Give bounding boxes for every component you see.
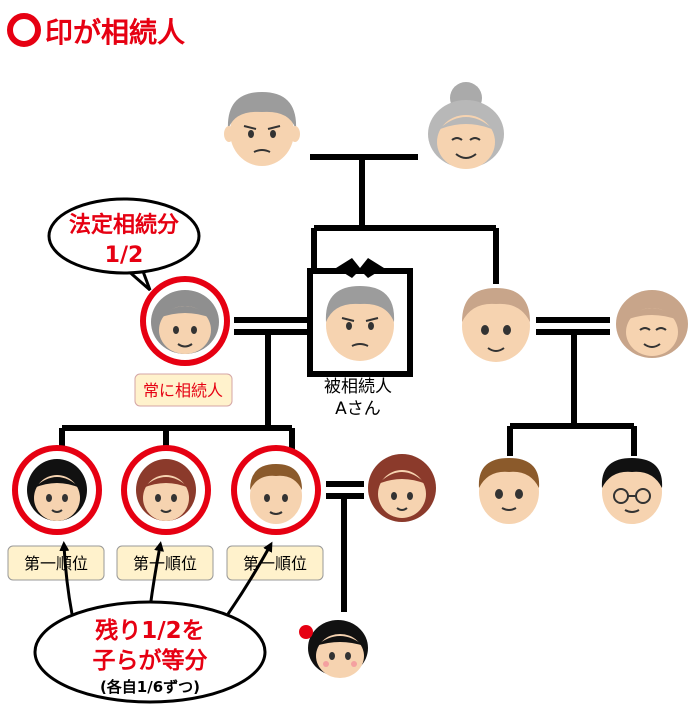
child-3 (231, 445, 321, 535)
grandchild (299, 620, 368, 678)
callout-top-line2: 1/2 (105, 243, 144, 268)
red-circle-icon (7, 13, 41, 47)
callout-bottom-line3: (各自1/6ずつ) (100, 678, 200, 696)
child-1 (12, 445, 102, 535)
child-3-badge: 第一順位 (243, 554, 307, 573)
grandmother (428, 82, 504, 169)
nephew-1 (478, 458, 540, 524)
child3-spouse (368, 454, 436, 522)
callout-bottom-line2: 子らが等分 (93, 647, 208, 674)
child-1-badge-box (7, 545, 105, 581)
child-2 (121, 445, 211, 535)
tree-lines (59, 154, 637, 612)
grandfather (224, 92, 300, 166)
child-1-badge: 第一順位 (24, 554, 88, 573)
callout-bottom-line1: 残り1/2を (95, 617, 204, 644)
child-2-badge: 第一順位 (133, 554, 197, 573)
spouse (140, 276, 230, 366)
sibling (462, 288, 530, 362)
child-3-badge-box (226, 545, 324, 581)
callout-top (47, 197, 201, 292)
deceased-label-line1: 被相続人 (324, 377, 392, 397)
callout-bottom (33, 600, 267, 704)
sibling-spouse (616, 290, 688, 358)
child-2-badge-box (116, 545, 214, 581)
deceased-portrait (307, 258, 413, 377)
nephew-2 (601, 458, 663, 524)
deceased-label-line2: Aさん (335, 399, 381, 419)
spouse-badge-box (134, 373, 233, 407)
page-title: 印が相続人 (45, 16, 185, 49)
callout-top-line1: 法定相続分 (69, 212, 179, 238)
spouse-badge: 常に相続人 (143, 381, 223, 400)
